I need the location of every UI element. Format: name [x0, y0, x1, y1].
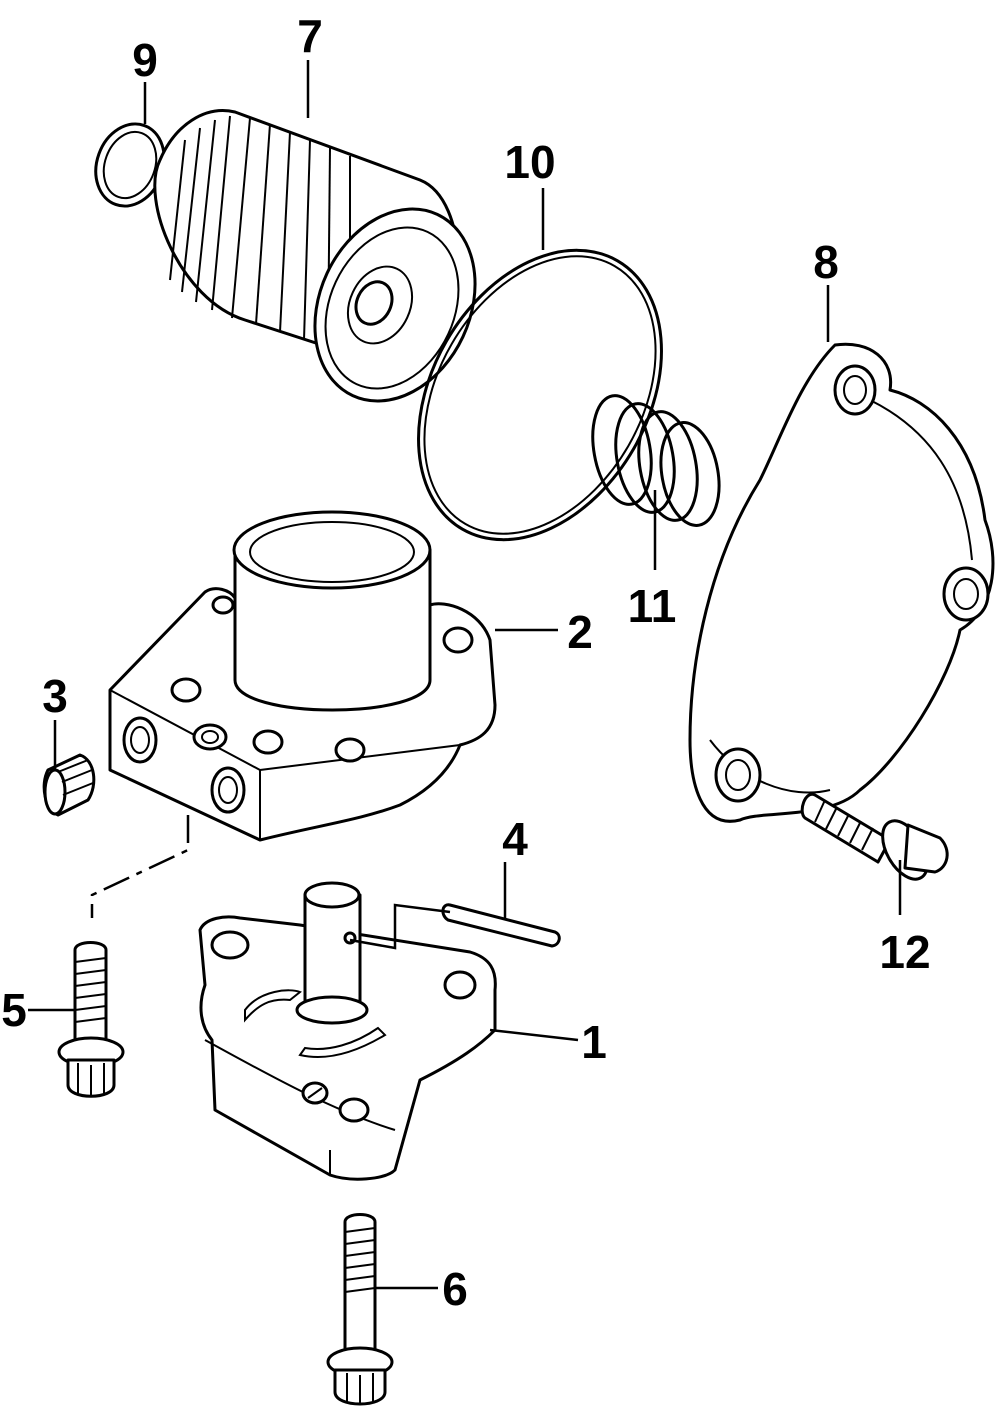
- callout-4: 4: [502, 813, 528, 865]
- part-5-bolt[interactable]: [57, 941, 125, 1098]
- leader-lines: [28, 60, 902, 1290]
- part-7-oil-filter[interactable]: [153, 109, 505, 428]
- callout-8: 8: [813, 236, 839, 288]
- callout-12: 12: [879, 926, 930, 978]
- callout-2: 2: [567, 606, 593, 658]
- callout-6: 6: [442, 1263, 468, 1315]
- callout-11: 11: [628, 580, 677, 632]
- callout-5: 5: [1, 984, 27, 1036]
- callout-3: 3: [42, 670, 68, 722]
- part-8-filter-cover[interactable]: [688, 342, 995, 823]
- callout-10: 10: [504, 136, 555, 188]
- part-1-oil-pump[interactable]: [198, 881, 497, 1181]
- callout-9: 9: [132, 34, 158, 86]
- part-12-flange-bolt[interactable]: [800, 792, 949, 886]
- callout-numbers: 9 7 10 8 11 2 3 4 12 5 1 6: [1, 10, 930, 1315]
- part-2-filter-bracket[interactable]: [108, 510, 497, 842]
- callout-1: 1: [581, 1016, 607, 1068]
- part-10-large-o-ring[interactable]: [369, 207, 711, 583]
- part-4-pin[interactable]: [441, 903, 561, 948]
- part-6-long-bolt[interactable]: [326, 1213, 394, 1406]
- callout-7: 7: [297, 10, 323, 62]
- part-3-plug[interactable]: [42, 753, 96, 817]
